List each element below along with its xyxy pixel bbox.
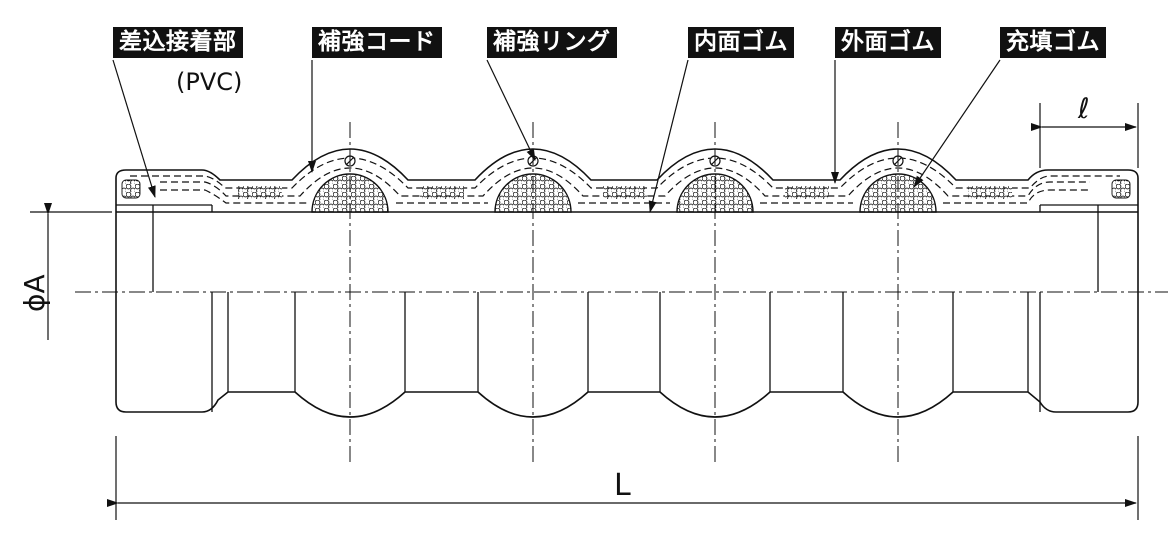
- hose-body-outline: [115, 212, 1139, 418]
- label-inner-rubber: 内面ゴム: [688, 27, 794, 58]
- label-filler-rubber: 充填ゴム: [1000, 27, 1106, 58]
- leader-lines: [112, 59, 1001, 213]
- crest-marks: [344, 155, 904, 167]
- outer-rubber-wall: [115, 148, 1139, 212]
- label-pvc-material: (PVC): [176, 68, 243, 96]
- total-length-label: L: [614, 468, 631, 503]
- label-insertion-joint: 差込接着部: [113, 27, 243, 58]
- socket-length-dimension: [1031, 103, 1139, 168]
- centre-lines: [75, 122, 1168, 462]
- label-outer-rubber: 外面ゴム: [835, 27, 941, 58]
- label-reinforcing-ring: 補強リング: [487, 27, 617, 58]
- diameter-label: ϕA: [18, 274, 51, 312]
- label-reinforcing-cord: 補強コード: [312, 27, 442, 58]
- cord-clusters: [121, 179, 1131, 199]
- diameter-dimension: [30, 203, 112, 340]
- section-lines: [152, 205, 1099, 412]
- total-length-dimension: [107, 436, 1139, 520]
- socket-length-label: ℓ: [1078, 92, 1090, 125]
